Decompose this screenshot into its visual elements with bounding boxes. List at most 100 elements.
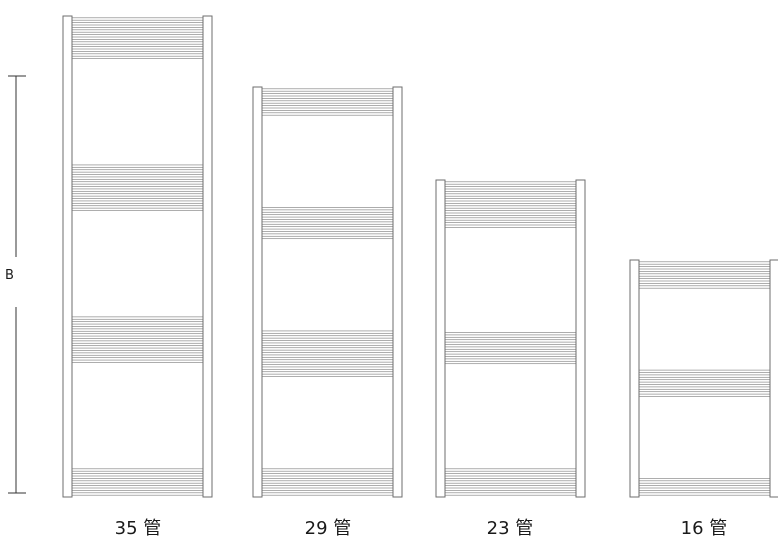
radiator-23-tubes [435, 179, 586, 498]
tube [261, 364, 394, 368]
tube [638, 275, 771, 279]
tube [261, 216, 394, 220]
tube [71, 174, 204, 178]
tube [71, 207, 204, 211]
tube [261, 373, 394, 377]
tube [71, 22, 204, 26]
tube [71, 198, 204, 202]
radiator-35-tubes [62, 15, 213, 498]
tube [261, 107, 394, 111]
tube [261, 482, 394, 486]
tube [71, 31, 204, 35]
tube [71, 169, 204, 173]
tube [444, 341, 577, 345]
tube [638, 478, 771, 482]
tube [71, 482, 204, 486]
tube [444, 181, 577, 185]
tube [71, 188, 204, 192]
tube [638, 285, 771, 289]
tube [638, 487, 771, 491]
tube [444, 186, 577, 190]
tube [71, 473, 204, 477]
tube [444, 482, 577, 486]
tube [638, 374, 771, 378]
height-dimension-line [8, 75, 26, 494]
tube [444, 195, 577, 199]
tube [71, 27, 204, 31]
tube [261, 354, 394, 358]
tube [444, 356, 577, 360]
tube [261, 340, 394, 344]
tube [71, 36, 204, 40]
tube [71, 183, 204, 187]
tube [638, 492, 771, 496]
caption-29-tubes: 29 管 [304, 518, 352, 539]
tube [71, 345, 204, 349]
tube [71, 487, 204, 491]
tube [261, 359, 394, 363]
tube [444, 351, 577, 355]
tube [444, 468, 577, 472]
tube [444, 219, 577, 223]
left-rail [629, 259, 640, 498]
tube [444, 478, 577, 482]
left-rail [252, 86, 263, 498]
tube [444, 210, 577, 214]
tube [71, 17, 204, 21]
tube [71, 316, 204, 320]
tube [261, 112, 394, 116]
tube [71, 330, 204, 335]
tube [261, 98, 394, 102]
tube [261, 468, 394, 472]
tube [638, 379, 771, 383]
tube [71, 51, 204, 55]
tube [71, 335, 204, 339]
tube [261, 207, 394, 211]
tube [261, 102, 394, 106]
radiator-29-tubes [252, 86, 403, 498]
tube [261, 88, 394, 92]
left-rail [435, 179, 446, 498]
tube [638, 280, 771, 284]
tube [71, 55, 204, 59]
tube [71, 178, 204, 183]
tube [71, 468, 204, 472]
tube [444, 224, 577, 228]
tube [444, 215, 577, 219]
caption-35-tubes: 35 管 [114, 518, 162, 539]
tube [71, 350, 204, 354]
tube [71, 326, 204, 330]
tube [444, 205, 577, 209]
tube [444, 346, 577, 350]
tube [261, 349, 394, 353]
tube [71, 340, 204, 344]
tube [261, 487, 394, 491]
tube [71, 492, 204, 496]
left-rail [62, 15, 73, 498]
tube [71, 41, 204, 45]
tube [71, 202, 204, 207]
tube [444, 332, 577, 336]
right-rail [575, 179, 586, 498]
tube [261, 211, 394, 216]
tube [261, 93, 394, 97]
tube [444, 191, 577, 195]
tube [261, 344, 394, 349]
tube [444, 473, 577, 477]
tube [638, 271, 771, 275]
tube [71, 359, 204, 363]
caption-23-tubes: 23 管 [486, 518, 534, 539]
tube [444, 487, 577, 491]
tube [71, 46, 204, 50]
tube [638, 393, 771, 397]
tube [261, 226, 394, 230]
tube [444, 200, 577, 204]
tube [261, 478, 394, 482]
tube [444, 336, 577, 341]
tube [71, 164, 204, 168]
tube [638, 261, 771, 265]
right-rail [202, 15, 213, 498]
tube [71, 354, 204, 359]
tube [638, 482, 771, 486]
